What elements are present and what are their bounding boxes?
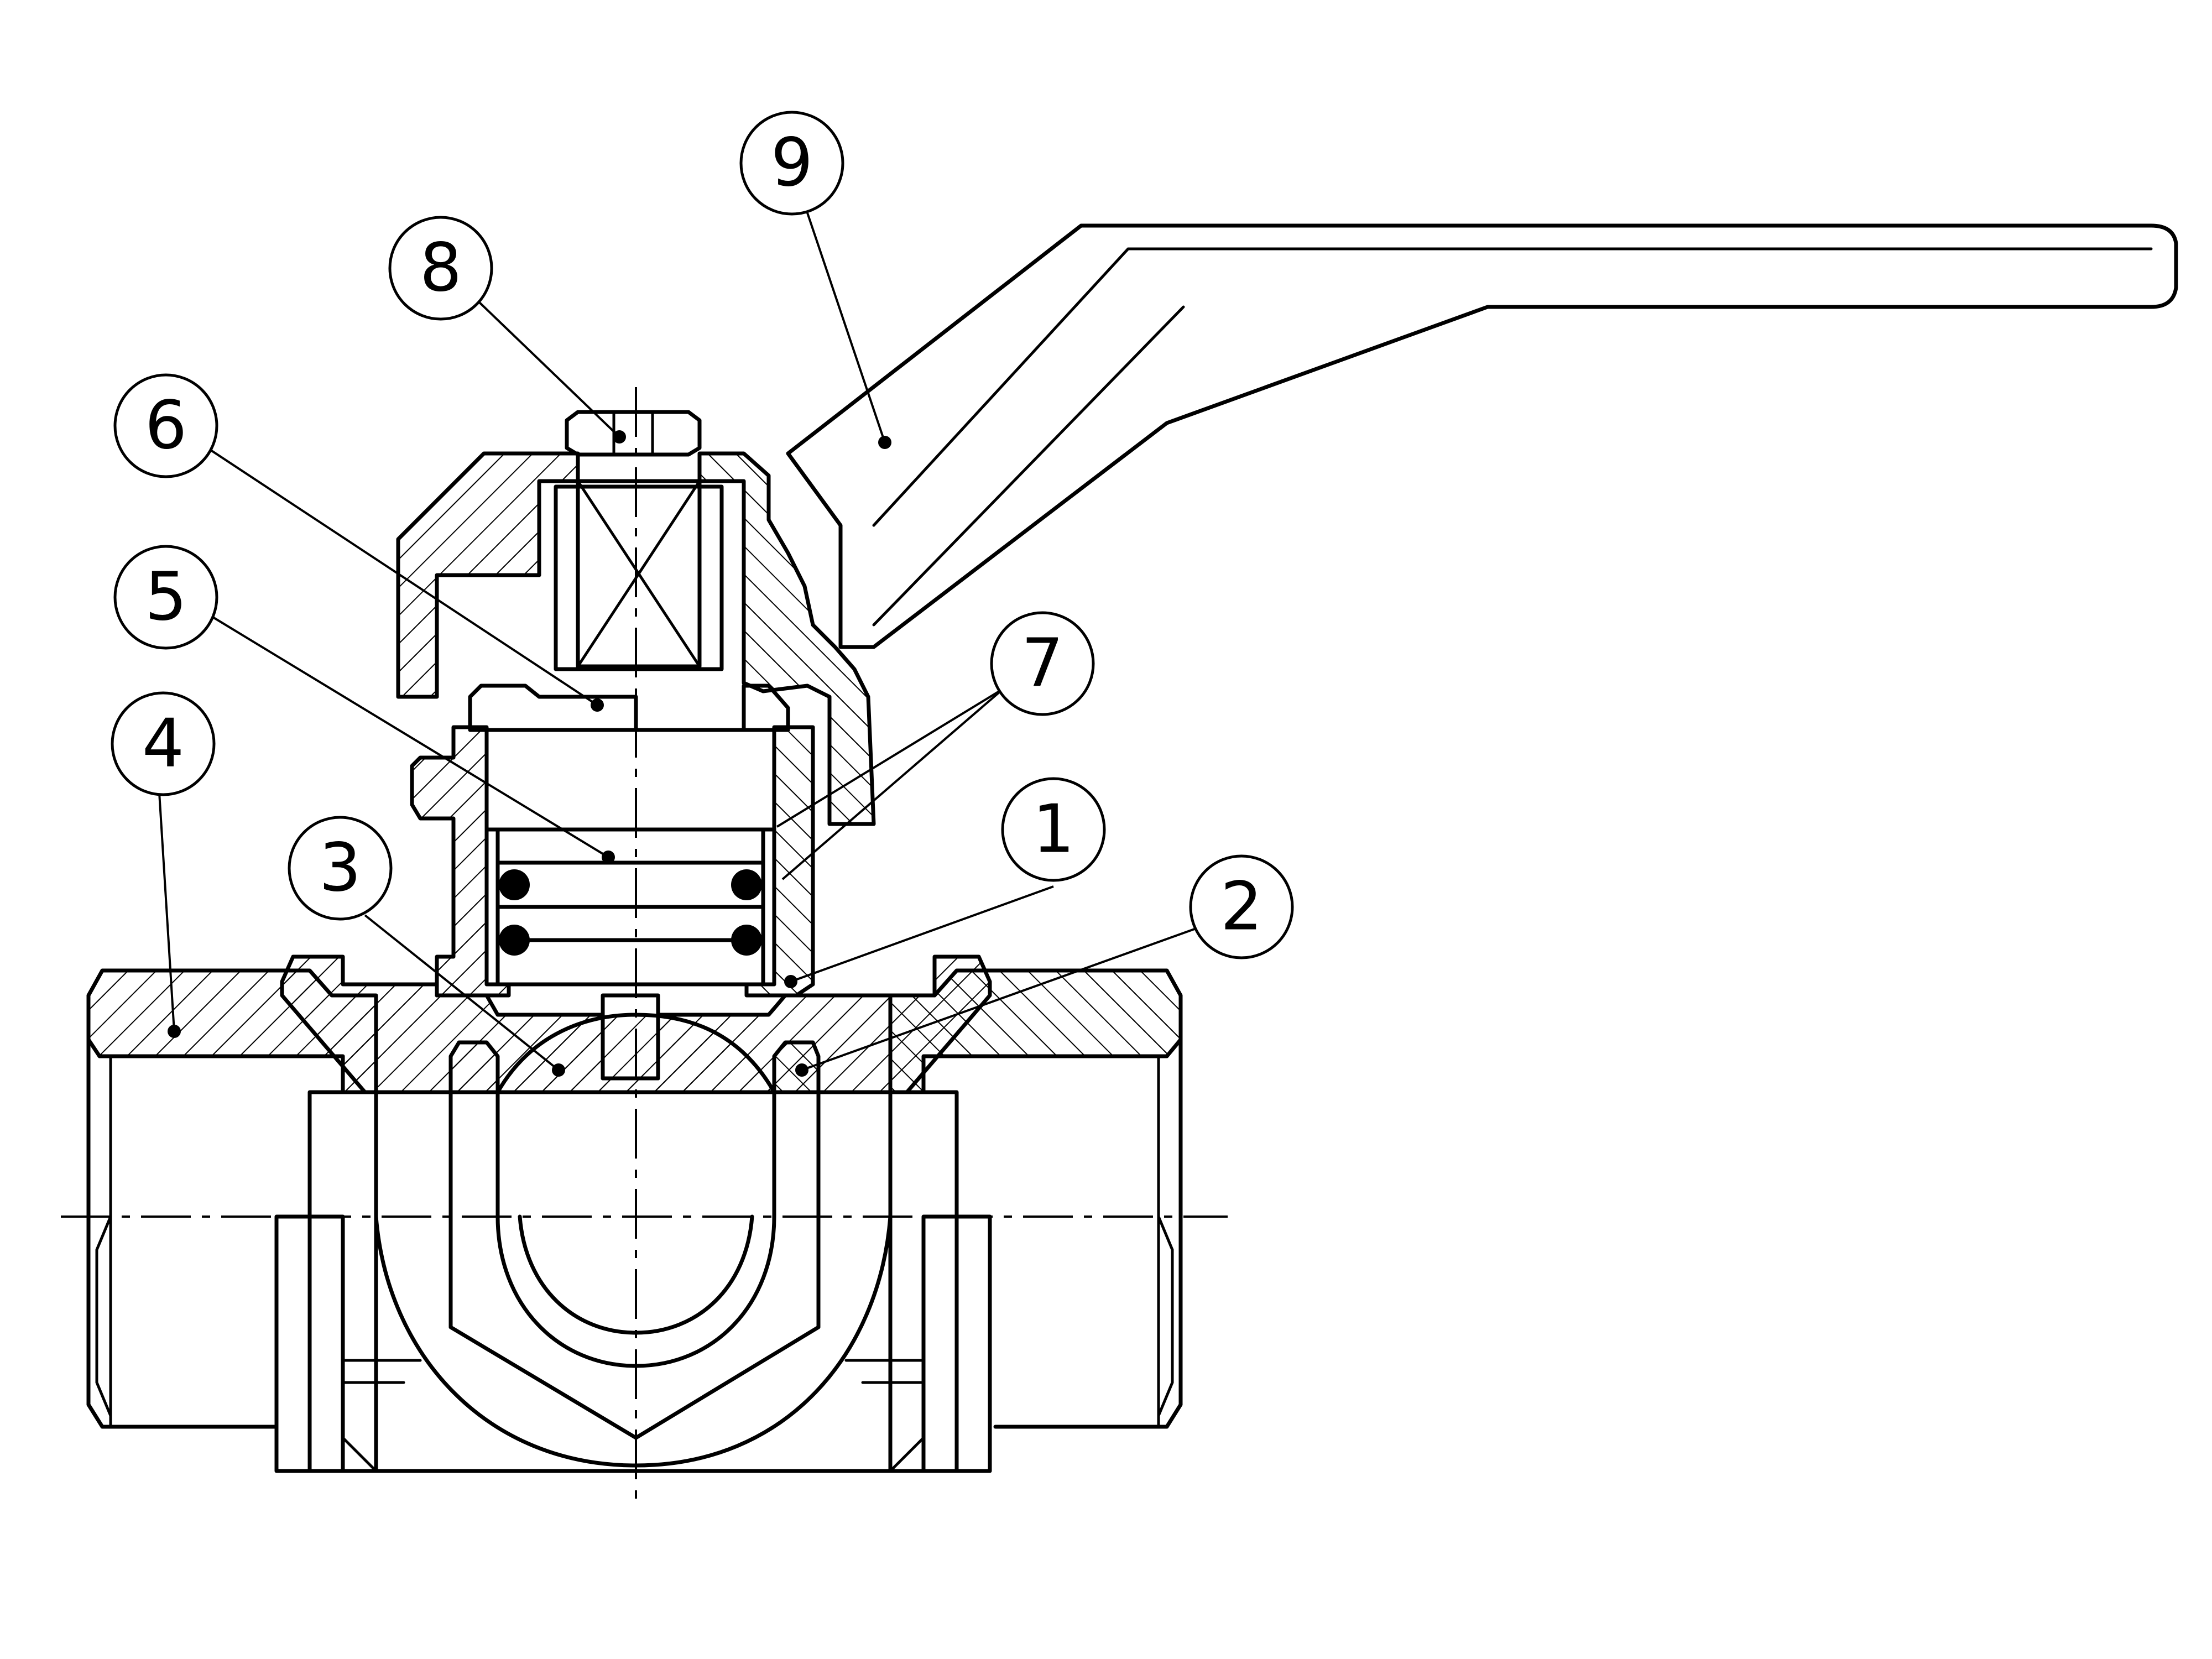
ball bbox=[448, 1013, 821, 1440]
callout-5-label: 5 bbox=[145, 559, 187, 636]
callout-6-label: 6 bbox=[145, 388, 187, 465]
callout-4-label: 4 bbox=[142, 706, 184, 782]
callout-1-label: 1 bbox=[1032, 791, 1074, 868]
callout-3-label: 3 bbox=[319, 830, 361, 907]
callout-9-label: 9 bbox=[771, 125, 813, 202]
ball-seats bbox=[448, 1040, 821, 1094]
callout-5: 5 bbox=[113, 545, 218, 650]
callout-9: 9 bbox=[739, 111, 844, 216]
callout-8-label: 8 bbox=[420, 230, 462, 307]
callout-2: 2 bbox=[1189, 854, 1294, 959]
stem-packing-stack bbox=[484, 728, 776, 1081]
callout-7: 7 bbox=[990, 611, 1095, 716]
callout-8: 8 bbox=[388, 216, 493, 321]
center-lines bbox=[61, 387, 1228, 1504]
callout-4: 4 bbox=[111, 691, 216, 796]
top-nut bbox=[565, 410, 702, 457]
callout-6: 6 bbox=[113, 373, 218, 478]
callout-1: 1 bbox=[1001, 777, 1106, 882]
leader-dots bbox=[168, 430, 891, 1077]
stem-square-drive bbox=[554, 479, 724, 671]
callout-2-label: 2 bbox=[1220, 869, 1262, 946]
callout-7-label: 7 bbox=[1021, 625, 1063, 702]
body-neck bbox=[410, 725, 815, 998]
leader-lines bbox=[156, 212, 1195, 1071]
lever-handle bbox=[786, 223, 2178, 649]
callout-3: 3 bbox=[288, 816, 393, 921]
gland-nut bbox=[468, 684, 790, 732]
